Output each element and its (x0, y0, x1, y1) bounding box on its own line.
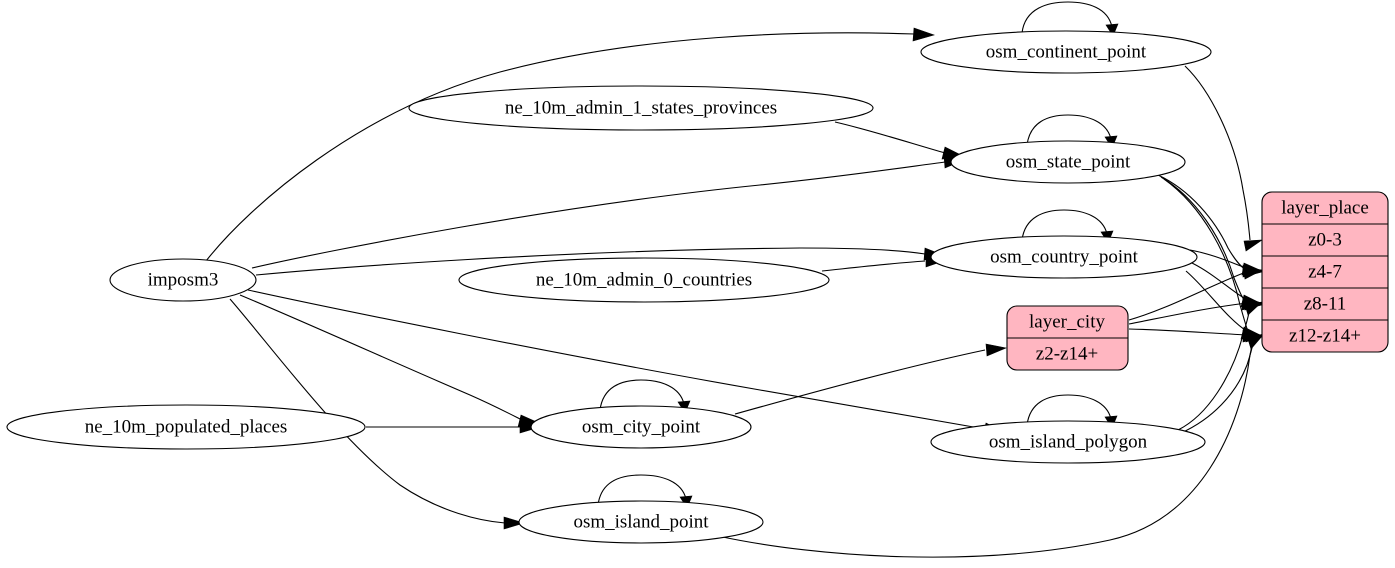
record-node-layer_city[interactable]: layer_city z2-z14+ (1006, 305, 1129, 371)
edge-imposm3-to-osm_continent_point[interactable] (205, 27, 935, 262)
edge-layer_city-to-layer_place-z4-7[interactable] (1128, 266, 1263, 321)
node-osm_continent_point[interactable]: osm_continent_point (920, 30, 1212, 74)
edge-ne_10m_populated_places-to-osm_city_point[interactable] (366, 420, 542, 434)
node-layer: imposm3 ne_10m_populated_places ne_10m_a… (6, 30, 1212, 544)
record-node-layer_place[interactable]: layer_place z0-3 z4-7 z8-11 z12-z14+ (1261, 191, 1389, 353)
node-osm_country_point[interactable]: osm_country_point (930, 235, 1198, 279)
edge-layer_city-to-layer_place-z8-11[interactable] (1128, 297, 1263, 325)
node-osm_city_point[interactable]: osm_city_point (530, 405, 752, 449)
node-ne_10m_admin_1_states_provinces[interactable]: ne_10m_admin_1_states_provinces (408, 85, 874, 131)
edge-self-loop-osm_continent_point[interactable] (1021, 1, 1119, 37)
edge-osm_continent_point-to-layer_place-z0-3[interactable] (1184, 65, 1264, 252)
edge-ne_10m_admin_0_countries-to-osm_country_point[interactable] (821, 254, 948, 272)
node-osm_island_point[interactable]: osm_island_point (518, 500, 764, 544)
edge-imposm3-to-osm_island_point[interactable] (229, 298, 526, 530)
edge-ne_10m_admin_1_states_provinces-to-osm_state_point[interactable] (834, 121, 967, 160)
node-osm_island_polygon[interactable]: osm_island_polygon (930, 420, 1206, 464)
node-ne_10m_populated_places[interactable]: ne_10m_populated_places (6, 404, 366, 450)
node-osm_state_point[interactable]: osm_state_point (950, 140, 1186, 184)
node-imposm3[interactable]: imposm3 (109, 258, 257, 302)
edge-layer (205, 1, 1264, 558)
node-ne_10m_admin_0_countries[interactable]: ne_10m_admin_0_countries (458, 257, 830, 303)
edge-layer_city-to-layer_place-z12-z14[interactable] (1128, 328, 1264, 343)
edge-osm_city_point-to-layer_city[interactable] (734, 343, 1008, 415)
